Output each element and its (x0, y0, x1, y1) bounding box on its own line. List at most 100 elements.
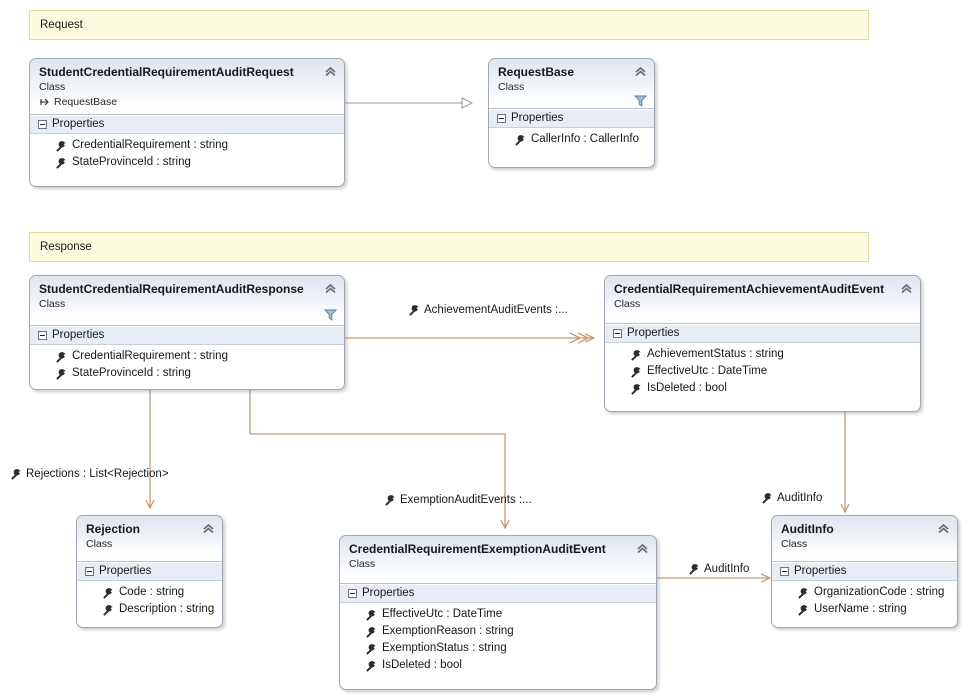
member-row[interactable]: AchievementStatus : string (611, 346, 914, 363)
compartment-header-properties[interactable]: Properties (30, 326, 344, 345)
connector-label-rejections[interactable]: Rejections : List<Rejection> (9, 468, 169, 480)
member-label: ExemptionReason : string (382, 625, 514, 637)
compartment-label: Properties (362, 587, 415, 599)
band-response: Response (29, 232, 869, 262)
member-row[interactable]: Description : string (83, 601, 216, 618)
member-label: EffectiveUtc : DateTime (382, 608, 503, 620)
property-wrench-icon (103, 604, 113, 616)
base-arrow-icon (40, 98, 49, 106)
class-stereotype: Class (498, 81, 525, 93)
class-box-student-credential-requirement-audit-response[interactable]: StudentCredentialRequirementAuditRespons… (29, 275, 345, 390)
class-box-request-base[interactable]: RequestBase Class Properties CallerInfo … (488, 58, 655, 168)
member-label: CredentialRequirement : string (72, 139, 228, 151)
member-row[interactable]: IsDeleted : bool (611, 380, 914, 397)
member-row[interactable]: ExemptionStatus : string (346, 640, 650, 657)
collapse-chevron-icon[interactable] (937, 523, 950, 534)
compartment-header-properties[interactable]: Properties (77, 562, 222, 581)
class-box-student-credential-requirement-audit-request[interactable]: StudentCredentialRequirementAuditRequest… (29, 58, 345, 187)
class-stereotype: Class (614, 298, 641, 310)
compartment-label: Properties (511, 112, 564, 124)
class-stereotype: Class (349, 558, 376, 570)
member-row[interactable]: CredentialRequirement : string (36, 137, 338, 154)
connector-label-audit-info-exemption[interactable]: AuditInfo (687, 563, 749, 575)
member-label: IsDeleted : bool (647, 382, 727, 394)
compartment-header-properties[interactable]: Properties (30, 115, 344, 134)
member-label: IsDeleted : bool (382, 659, 462, 671)
collapse-box-icon[interactable] (613, 328, 622, 338)
property-wrench-icon (103, 587, 113, 599)
member-row[interactable]: StateProvinceId : string (36, 154, 338, 171)
property-wrench-icon (366, 660, 376, 672)
member-label: StateProvinceId : string (72, 156, 191, 168)
collapse-box-icon[interactable] (497, 113, 506, 123)
class-stereotype: Class (39, 298, 66, 310)
member-label: ExemptionStatus : string (382, 642, 507, 654)
member-row[interactable]: Code : string (83, 584, 216, 601)
class-title: CredentialRequirementExemptionAuditEvent (349, 542, 606, 556)
compartment-header-properties[interactable]: Properties (605, 324, 920, 343)
collapse-chevron-icon[interactable] (324, 283, 337, 294)
class-box-credential-requirement-exemption-audit-event[interactable]: CredentialRequirementExemptionAuditEvent… (339, 535, 657, 690)
connector-label-text: AuditInfo (777, 492, 823, 504)
collapse-box-icon[interactable] (38, 119, 47, 129)
class-box-rejection[interactable]: Rejection Class Properties Code : string (76, 515, 223, 628)
collapse-chevron-icon[interactable] (900, 283, 913, 294)
member-label: CredentialRequirement : string (72, 350, 228, 362)
class-stereotype: Class (86, 538, 113, 550)
member-label: Code : string (119, 586, 185, 598)
collapse-chevron-icon[interactable] (634, 66, 647, 77)
member-list: EffectiveUtc : DateTime ExemptionReason … (340, 603, 656, 680)
member-label: CallerInfo : CallerInfo (531, 133, 640, 145)
compartment-label: Properties (52, 329, 105, 341)
member-row[interactable]: EffectiveUtc : DateTime (611, 363, 914, 380)
collapse-box-icon[interactable] (780, 566, 789, 576)
compartment-header-properties[interactable]: Properties (772, 562, 957, 581)
class-box-credential-requirement-achievement-audit-event[interactable]: CredentialRequirementAchievementAuditEve… (604, 275, 921, 412)
collapse-chevron-icon[interactable] (636, 543, 649, 554)
class-base-label: RequestBase (54, 96, 118, 108)
member-row[interactable]: EffectiveUtc : DateTime (346, 606, 650, 623)
class-stereotype: Class (781, 538, 808, 550)
connector-label-text: ExemptionAuditEvents :... (400, 494, 532, 506)
class-header: Rejection Class (77, 516, 222, 562)
property-wrench-icon (385, 495, 395, 506)
property-wrench-icon (798, 604, 808, 616)
compartment-label: Properties (99, 565, 152, 577)
filter-funnel-icon[interactable] (324, 309, 337, 321)
compartment-label: Properties (627, 327, 680, 339)
compartment-header-properties[interactable]: Properties (489, 109, 654, 128)
member-row[interactable]: ExemptionReason : string (346, 623, 650, 640)
compartment-header-properties[interactable]: Properties (340, 584, 656, 603)
connector-achievement-audit-events (345, 332, 594, 344)
property-wrench-icon (798, 587, 808, 599)
collapse-box-icon[interactable] (38, 330, 47, 340)
class-stereotype: Class (39, 81, 66, 93)
collapse-box-icon[interactable] (85, 566, 94, 576)
member-list: AchievementStatus : string EffectiveUtc … (605, 343, 920, 403)
connector-label-achievement-audit-events[interactable]: AchievementAuditEvents :... (407, 304, 568, 316)
member-label: UserName : string (814, 603, 907, 615)
member-label: StateProvinceId : string (72, 367, 191, 379)
member-row[interactable]: CredentialRequirement : string (36, 348, 338, 365)
member-row[interactable]: IsDeleted : bool (346, 657, 650, 674)
property-wrench-icon (56, 368, 66, 380)
connector-label-text: Rejections : List<Rejection> (26, 468, 169, 480)
property-wrench-icon (631, 383, 641, 395)
member-label: AchievementStatus : string (647, 348, 784, 360)
class-header: StudentCredentialRequirementAuditRespons… (30, 276, 344, 326)
member-row[interactable]: UserName : string (778, 601, 951, 618)
class-header: StudentCredentialRequirementAuditRequest… (30, 59, 344, 115)
member-row[interactable]: OrganizationCode : string (778, 584, 951, 601)
connector-label-audit-info-achievement[interactable]: AuditInfo (760, 492, 822, 504)
collapse-chevron-icon[interactable] (202, 523, 215, 534)
collapse-box-icon[interactable] (348, 588, 357, 598)
class-box-audit-info[interactable]: AuditInfo Class Properties OrganizationC… (771, 515, 958, 628)
connector-label-exemption-audit-events[interactable]: ExemptionAuditEvents :... (383, 494, 532, 506)
member-row[interactable]: CallerInfo : CallerInfo (495, 131, 648, 148)
filter-funnel-icon[interactable] (634, 95, 647, 107)
class-title: Rejection (86, 522, 141, 536)
property-wrench-icon (762, 493, 772, 504)
collapse-chevron-icon[interactable] (324, 66, 337, 77)
member-row[interactable]: StateProvinceId : string (36, 365, 338, 382)
